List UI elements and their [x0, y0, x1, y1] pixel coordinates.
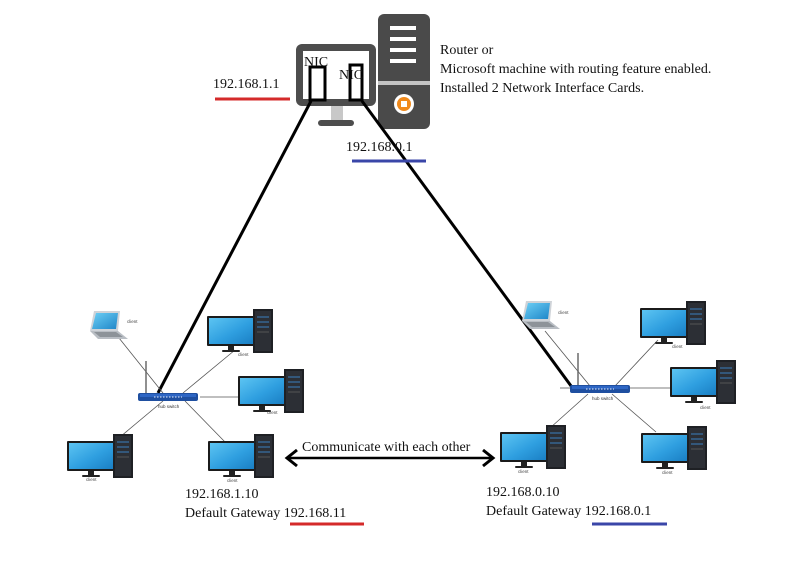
- right-network: hub switch client client client client c…: [499, 300, 737, 475]
- laptop-client-icon: [90, 311, 128, 339]
- left-network: hub switch client client client client c…: [66, 308, 305, 483]
- link-router-left-hub: [156, 100, 313, 394]
- client-label: hub switch: [592, 396, 614, 401]
- router-description-line-3: Installed 2 Network Interface Cards.: [440, 81, 645, 96]
- client-pc-icon: [207, 433, 275, 479]
- nic-left-label: NIC: [304, 55, 328, 70]
- client-label: client: [227, 478, 238, 483]
- client-label: client: [127, 319, 138, 324]
- client-label: client: [700, 405, 711, 410]
- hub-label: hub switch: [158, 404, 180, 409]
- hub-switch-icon: [137, 360, 199, 402]
- left-gateway-label: Default Gateway: [185, 506, 281, 521]
- left-client-ip: 192.168.1.10: [185, 487, 259, 502]
- arrow-label: Communicate with each other: [302, 440, 471, 455]
- client-pc-icon: [499, 424, 567, 470]
- router-right-ip: 192.168.0.1: [346, 140, 413, 155]
- client-pc-icon: [237, 368, 305, 414]
- client-label: client: [558, 310, 569, 315]
- router-tower-icon: [378, 14, 430, 129]
- client-label: client: [662, 470, 673, 475]
- laptop-client-icon: [522, 301, 560, 329]
- right-gateway-label: Default Gateway: [486, 504, 582, 519]
- right-gateway-line: Default Gateway 192.168.0.1: [486, 503, 651, 520]
- nic-right-icon: [348, 63, 364, 102]
- nic-right-label: NIC: [339, 68, 363, 83]
- router-monitor-icon: [296, 44, 376, 126]
- client-pc-icon: [206, 308, 274, 354]
- link-router-right-hub: [360, 100, 576, 391]
- client-label: client: [267, 410, 278, 415]
- router-description-line-2: Microsoft machine with routing feature e…: [440, 62, 712, 77]
- client-label: client: [238, 352, 249, 357]
- client-label: client: [672, 344, 683, 349]
- communication-arrow: [284, 448, 496, 468]
- client-pc-icon: [66, 433, 134, 479]
- client-pc-icon: [640, 425, 708, 471]
- router-left-ip: 192.168.1.1: [213, 77, 280, 92]
- right-client-ip: 192.168.0.10: [486, 485, 560, 500]
- router-description-line-1: Router or: [440, 43, 494, 58]
- left-gateway-line: Default Gateway 192.168.11: [185, 505, 346, 522]
- client-pc-icon: [669, 359, 737, 405]
- left-gateway-ip: 192.168.11: [283, 506, 347, 521]
- client-label: client: [518, 469, 529, 474]
- nic-left-icon: [308, 65, 327, 102]
- client-pc-icon: [639, 300, 707, 346]
- client-label: client: [86, 477, 97, 482]
- right-gateway-ip: 192.168.0.1: [584, 504, 652, 519]
